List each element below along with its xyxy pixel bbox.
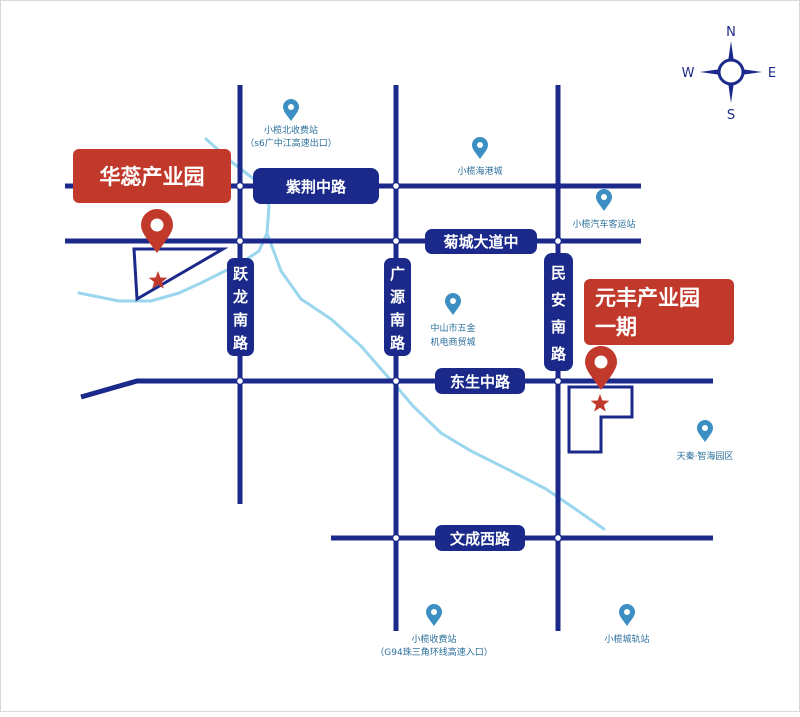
location-pin-icon: [472, 137, 488, 159]
park-yuanfeng-name-line2: 一期: [595, 315, 637, 339]
compass-w-label: W: [682, 66, 695, 81]
road-label-yuelong: 跃 龙 南 路: [227, 258, 254, 356]
compass-ring: [717, 58, 745, 86]
svg-text:民: 民: [551, 264, 566, 282]
svg-text:南: 南: [390, 311, 405, 329]
park-huarui-banner: [73, 149, 231, 203]
road-label-jucheng: 菊城大道中: [425, 229, 537, 254]
compass-n-label: N: [726, 25, 736, 40]
svg-text:路: 路: [390, 334, 406, 352]
compass-east-needle: [741, 69, 762, 75]
compass-west-needle: [700, 69, 721, 75]
location-pin-icon: [283, 99, 299, 121]
compass-south-needle: [728, 82, 734, 103]
svg-text:小榄城轨站: 小榄城轨站: [604, 633, 649, 645]
svg-text:小榄收费站: 小榄收费站: [411, 633, 456, 645]
svg-text:广: 广: [390, 265, 405, 283]
svg-text:天秦·智海园区: 天秦·智海园区: [677, 450, 734, 462]
location-pin-icon: [596, 189, 612, 211]
location-pin-icon: [619, 604, 635, 626]
svg-text:跃: 跃: [233, 265, 249, 283]
svg-text:小榄北收费站: 小榄北收费站: [264, 124, 318, 136]
intersection-nodes: [235, 181, 563, 543]
svg-text:（s6广中江高速出口）: （s6广中江高速出口）: [245, 137, 336, 149]
svg-text:菊城大道中: 菊城大道中: [443, 233, 518, 251]
location-pin-icon: [445, 293, 461, 315]
park-huarui[interactable]: 华蕊产业园: [73, 149, 231, 302]
road-label-guangyuan: 广 源 南 路: [384, 258, 411, 356]
svg-text:紫荆中路: 紫荆中路: [286, 178, 347, 196]
svg-text:小榄汽车客运站: 小榄汽车客运站: [572, 218, 635, 230]
compass-rose: N S W E: [682, 25, 777, 123]
star-icon: [148, 271, 168, 289]
svg-text:路: 路: [551, 345, 567, 363]
svg-text:安: 安: [551, 291, 566, 309]
location-pin-icon: [426, 604, 442, 626]
svg-text:中山市五金: 中山市五金: [430, 322, 475, 334]
location-pin-icon: [141, 209, 173, 253]
compass-north-needle: [728, 41, 734, 62]
svg-text:龙: 龙: [232, 288, 248, 306]
park-yuanfeng-plot: [567, 385, 634, 454]
road-label-dongsheng: 东生中路: [435, 368, 525, 394]
poi-xiaolan-north-toll[interactable]: 小榄北收费站 （s6广中江高速出口）: [245, 99, 337, 149]
svg-text:路: 路: [233, 334, 249, 352]
poi-zhongshan-wujin[interactable]: 中山市五金 机电商贸城: [430, 293, 476, 348]
park-yuanfeng[interactable]: 元丰产业园 一期: [567, 279, 734, 454]
compass-e-label: E: [768, 66, 776, 81]
park-yuanfeng-banner: [584, 279, 734, 345]
road-label-wencheng: 文成西路: [435, 525, 525, 551]
svg-text:南: 南: [233, 311, 248, 329]
svg-text:（G94珠三角环线高速入口）: （G94珠三角环线高速入口）: [375, 646, 492, 658]
poi-xiaolan-toll[interactable]: 小榄收费站 （G94珠三角环线高速入口）: [375, 604, 493, 658]
svg-text:源: 源: [390, 288, 405, 306]
poi-xiaolan-rail[interactable]: 小榄城轨站: [604, 604, 650, 645]
svg-text:南: 南: [551, 318, 566, 336]
poi-xiaolan-haigang[interactable]: 小榄海港城: [457, 137, 503, 177]
poi-xiaolan-bus-station[interactable]: 小榄汽车客运站: [572, 189, 636, 230]
park-huarui-name: 华蕊产业园: [100, 165, 205, 189]
svg-text:机电商贸城: 机电商贸城: [430, 336, 475, 348]
road-label-minan: 民 安 南 路: [544, 253, 573, 371]
poi-tianqin-zhihai[interactable]: 天秦·智海园区: [677, 420, 734, 462]
star-icon: [590, 394, 610, 412]
park-yuanfeng-name-line1: 元丰产业园: [595, 286, 700, 310]
location-pin-icon: [585, 346, 617, 390]
svg-text:小榄海港城: 小榄海港城: [457, 165, 502, 177]
park-huarui-plot: [132, 247, 229, 302]
compass-s-label: S: [727, 108, 735, 123]
svg-text:文成西路: 文成西路: [450, 530, 511, 548]
location-pin-icon: [697, 420, 713, 442]
road-label-zijing: 紫荆中路: [253, 168, 379, 204]
svg-text:东生中路: 东生中路: [450, 373, 511, 391]
